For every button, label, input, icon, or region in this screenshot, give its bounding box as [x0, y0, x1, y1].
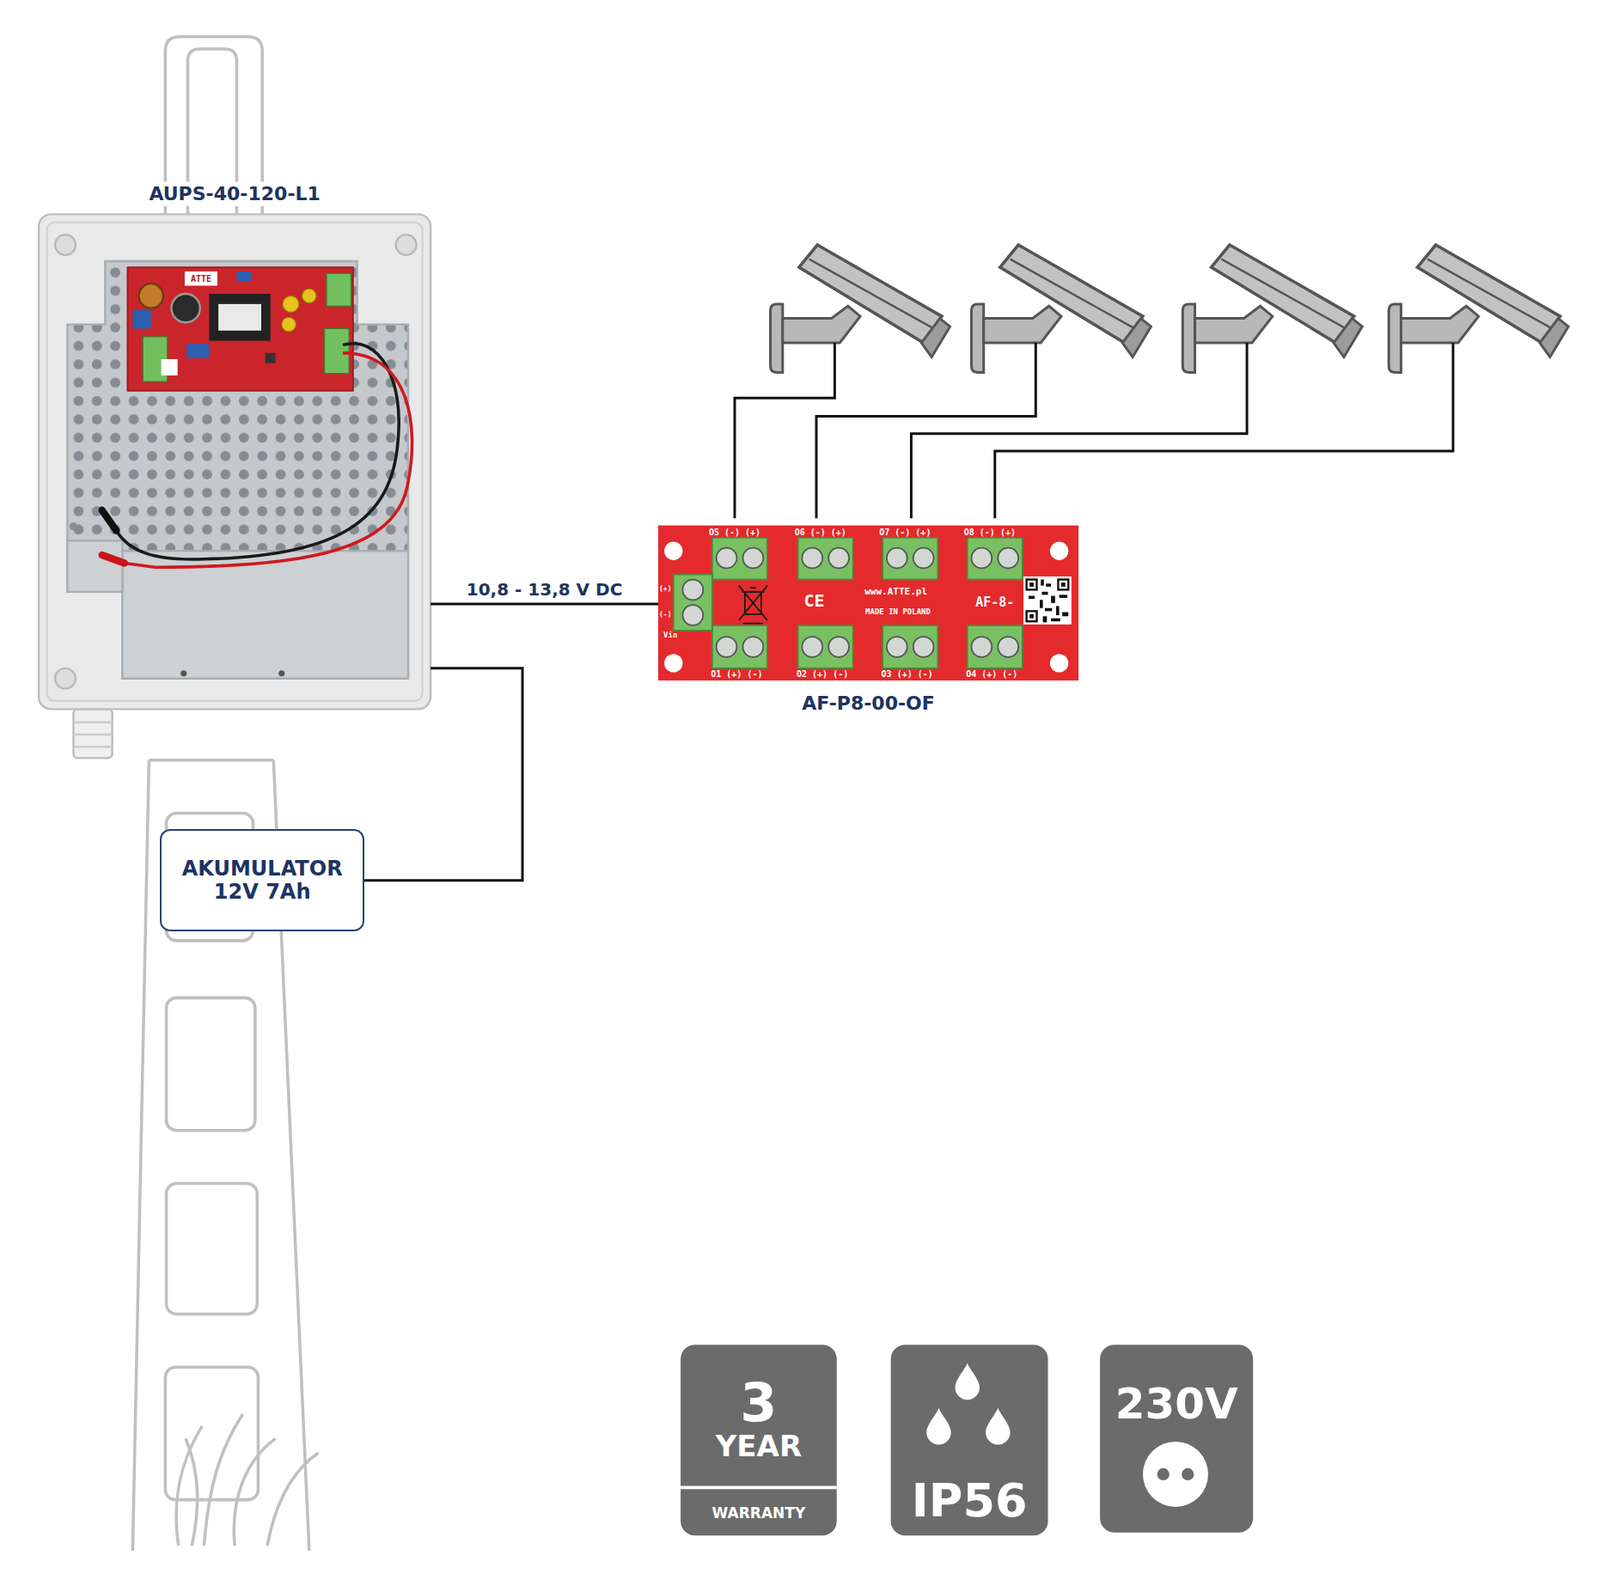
terminal-label: O8 (-) (+) [964, 526, 1016, 537]
ip-rating-badge: IP56 [891, 1344, 1049, 1536]
terminal-label: O3 (+) (-) [881, 668, 934, 678]
device-name: AUPS-40-120-L1 [144, 183, 324, 205]
polarity-label: (+) [659, 586, 672, 594]
cameras [770, 244, 1570, 373]
badge-text: WARRANTY [712, 1506, 807, 1523]
terminal-label: O6 (-) (+) [794, 526, 847, 537]
logo-text: ATTE [190, 274, 212, 284]
fuse-board [658, 525, 1079, 682]
terminal-label: O5 (-) (+) [708, 526, 761, 537]
voltage-badge: 230V [1099, 1344, 1253, 1533]
terminal-label: O1 (+) (-) [710, 668, 763, 678]
badge-text: YEAR [715, 1429, 802, 1463]
badge-text: 230V [1115, 1380, 1239, 1429]
device-name: AF-P8-00-OF [801, 693, 935, 715]
battery-text: AKUMULATOR [182, 857, 343, 881]
battery-text: 12V 7Ah [213, 880, 312, 904]
power-supply-housing [38, 213, 431, 758]
warranty-badge: 3YEAR WARRANTY [680, 1344, 837, 1536]
fuse-board: AF-P8-00-OF [658, 525, 1079, 682]
ce-mark: CE [804, 591, 825, 611]
badge-text: IP56 [911, 1475, 1028, 1527]
board-text: AF-8- [975, 594, 1014, 610]
voltage-label: 10,8 - 13,8 V DC [463, 580, 627, 599]
terminal-label: O4 (+) (-) [965, 668, 1018, 678]
terminal-label: O7 (-) (+) [879, 526, 931, 537]
board-text: MADE IN POLAND [865, 608, 931, 617]
power-cable [430, 603, 659, 606]
badges [680, 1344, 1253, 1536]
terminal-label: O2 (+) (-) [796, 668, 849, 678]
battery-box: AKUMULATOR12V 7Ah [159, 829, 365, 932]
terminal-label: Vin [663, 631, 678, 641]
board-text: www.ATTE.pl [864, 586, 928, 598]
badge-text: 3 [739, 1373, 777, 1433]
power-supply-enclosure: AUPS-40-120-L1 [38, 213, 431, 709]
power-cable [364, 668, 523, 881]
polarity-label: (-) [659, 611, 672, 620]
camera-wires [734, 342, 1454, 519]
